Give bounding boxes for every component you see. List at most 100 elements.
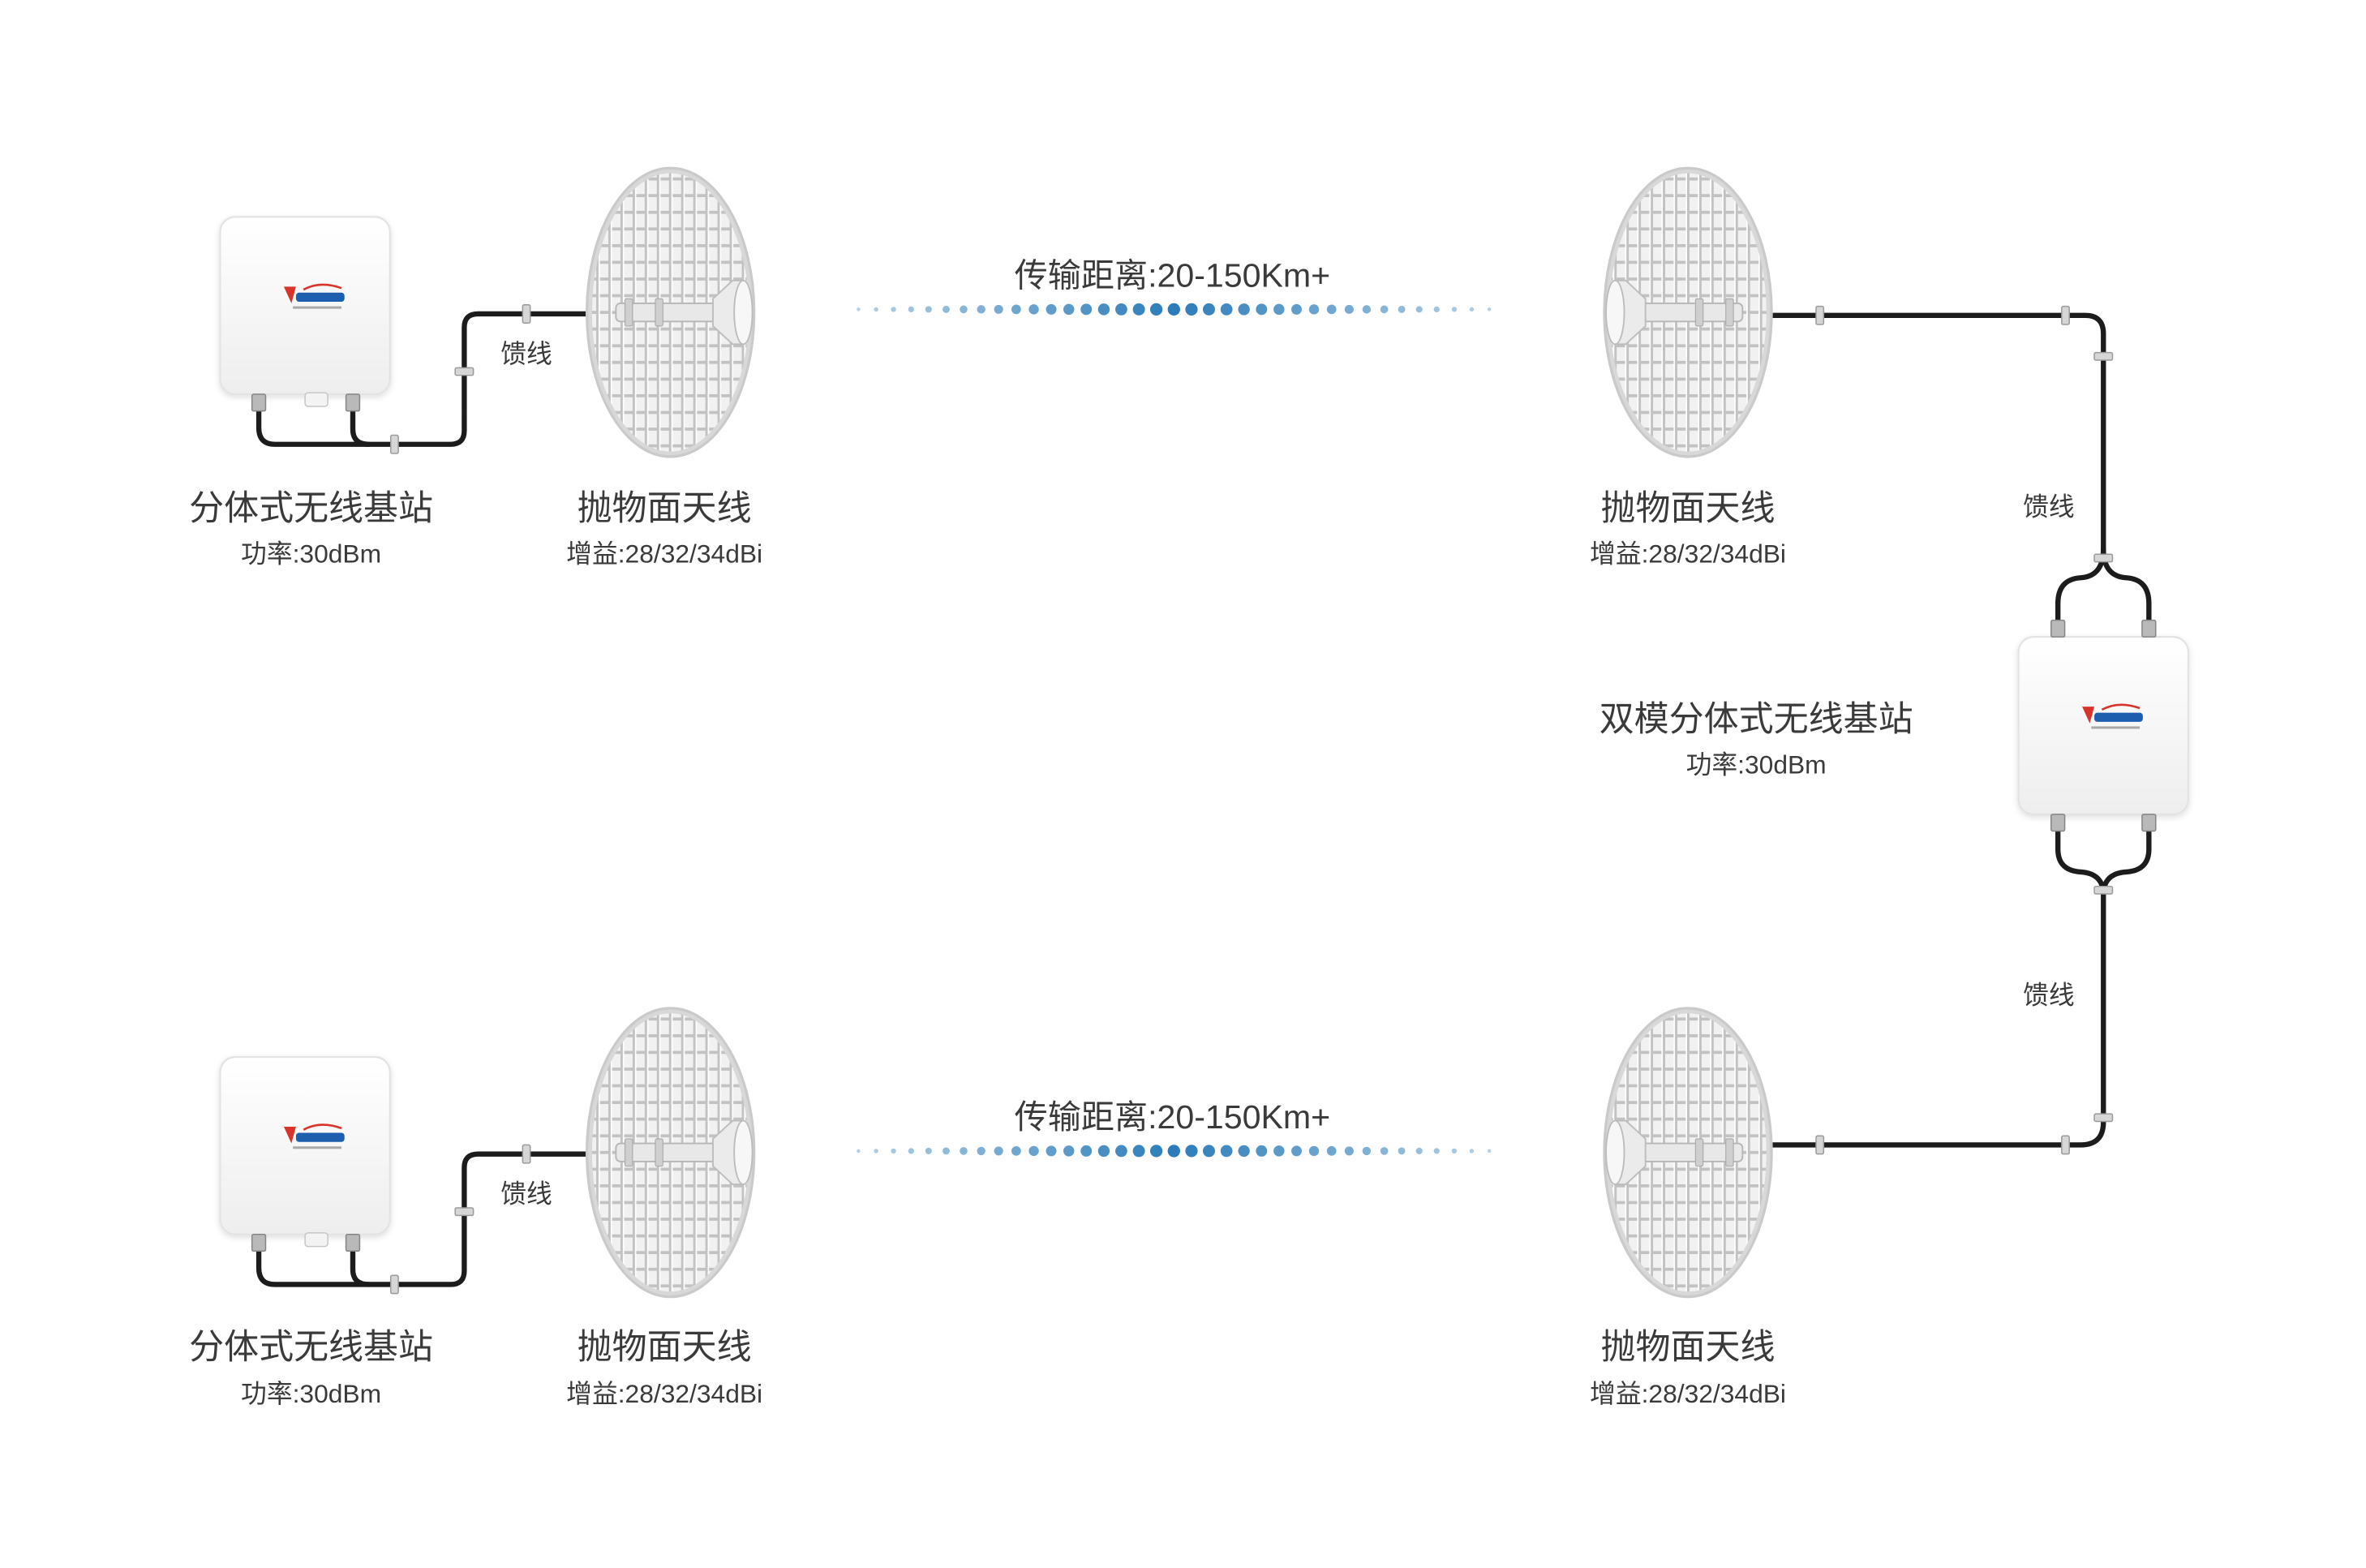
signal-dot (1469, 307, 1475, 312)
signal-dot (1115, 1145, 1127, 1158)
antenna-gain: 增益:28/32/34dBi (566, 1379, 762, 1408)
signal-dot (1149, 1145, 1163, 1158)
signal-dot (1308, 1145, 1320, 1157)
signal-dot (925, 306, 932, 313)
parabolic-antenna-top-right (1603, 167, 1772, 458)
signal-dot (1398, 1147, 1406, 1155)
signal-dot (1185, 1145, 1198, 1158)
signal-dot (1063, 1145, 1075, 1157)
feeder-cable-top-right-split-left (2055, 546, 2106, 623)
feeder-cable-top-left-branch (350, 408, 371, 447)
signal-dot (1487, 307, 1492, 311)
signal-dot (1046, 303, 1057, 315)
signal-dot (1028, 1145, 1039, 1157)
signal-dot (1220, 1145, 1233, 1158)
cable-clamp (2061, 305, 2070, 325)
signal-dot (1308, 304, 1320, 315)
signal-dot (908, 1148, 914, 1154)
signal-dot (943, 1147, 950, 1155)
signal-dot (1080, 303, 1093, 316)
base-station-icon (220, 1057, 389, 1235)
cable-clamp (2093, 1113, 2114, 1123)
cable-clamp (389, 1274, 399, 1295)
signal-dot (1433, 1148, 1440, 1154)
signal-dot (874, 1149, 878, 1153)
feeder-cable-bottom-right-branch (2101, 828, 2152, 898)
signal-dot (1256, 1145, 1268, 1157)
cable-clamp (389, 434, 399, 454)
base-station-icon (2019, 637, 2188, 814)
signal-dot (1046, 1145, 1057, 1157)
feeder-cable-bottom-left (255, 1151, 633, 1287)
signal-dot (1167, 303, 1180, 316)
feeder-cable-top-right-split-right (2101, 546, 2152, 623)
signal-dot (857, 307, 861, 311)
feeder-cable-top-right (1665, 312, 2106, 552)
signal-dot (1132, 1145, 1145, 1158)
rf-connector (251, 1233, 267, 1252)
signal-dot (1273, 1145, 1285, 1157)
signal-dot (1167, 1145, 1180, 1158)
signal-dot (1202, 303, 1215, 316)
signal-dot (1380, 1147, 1389, 1155)
cable-clamp (454, 367, 474, 376)
signal-dot (1398, 305, 1406, 313)
station-top-left (220, 217, 389, 412)
antenna-name: 抛物面天线 (1601, 1328, 1776, 1367)
antenna-gain: 增益:28/32/34dBi (1590, 539, 1786, 569)
feeder-label: 馈线 (2023, 492, 2075, 522)
signal-dot (960, 305, 968, 314)
signal-dot (1326, 1146, 1337, 1156)
signal-dot (1487, 1149, 1492, 1153)
link-distance: 传输距离:20-150Km+ (1015, 256, 1331, 294)
cable-clamp (2093, 885, 2114, 895)
signal-dot (1380, 305, 1389, 314)
station-power: 功率:30dBm (241, 539, 381, 569)
signal-dot (1080, 1145, 1093, 1157)
signal-dot (1132, 303, 1145, 316)
signal-dot (1451, 307, 1458, 312)
signal-dot (1415, 306, 1423, 313)
cable-clamp (522, 1144, 531, 1164)
signal-dot (1291, 1145, 1302, 1157)
signal-dot (1238, 1145, 1250, 1158)
link-distance: 传输距离:20-150Km+ (1015, 1098, 1331, 1136)
signal-dot (977, 305, 985, 314)
signal-dots-bottom (857, 1145, 1492, 1158)
signal-dots-top (857, 303, 1492, 316)
antenna-gain: 增益:28/32/34dBi (566, 539, 762, 569)
dual-station-power: 功率:30dBm (1686, 750, 1827, 779)
signal-dot (994, 304, 1003, 314)
feeder-cable-top-left (255, 311, 633, 447)
cable-clamp (522, 304, 531, 324)
signal-dot (1362, 1146, 1372, 1156)
parabolic-antenna-bottom-right (1603, 1007, 1772, 1298)
signal-dot (891, 1148, 896, 1154)
signal-dot (977, 1146, 985, 1156)
signal-dot (1011, 304, 1021, 315)
signal-dot (1202, 1145, 1215, 1158)
station-bottom-left (220, 1057, 389, 1252)
signal-dot (1469, 1149, 1475, 1153)
signal-dot (1028, 304, 1039, 315)
station-dual-mode (2019, 619, 2188, 832)
signal-dot (943, 305, 950, 313)
feeder-cable-bottom-right (1665, 828, 2106, 1148)
feeder-label: 馈线 (2023, 981, 2075, 1010)
signal-dot (1433, 306, 1440, 312)
rf-connector (2050, 814, 2066, 832)
signal-dot (1326, 304, 1337, 315)
signal-dot (1097, 303, 1110, 316)
antenna-name: 抛物面天线 (1601, 489, 1776, 528)
signal-dot (908, 306, 914, 312)
labels-top-row: 分体式无线基站 功率:30dBm 馈线 抛物面天线 增益:28/32/34dBi… (189, 256, 1786, 568)
signal-dot (960, 1147, 968, 1155)
signal-dot (1097, 1145, 1110, 1158)
feeder-cables (255, 311, 2152, 1287)
signal-dot (1451, 1148, 1458, 1154)
rf-connector (345, 1233, 361, 1252)
signal-dot (1220, 303, 1233, 316)
dual-station-name: 双模分体式无线基站 (1600, 700, 1913, 739)
signal-dot (1344, 1146, 1354, 1156)
